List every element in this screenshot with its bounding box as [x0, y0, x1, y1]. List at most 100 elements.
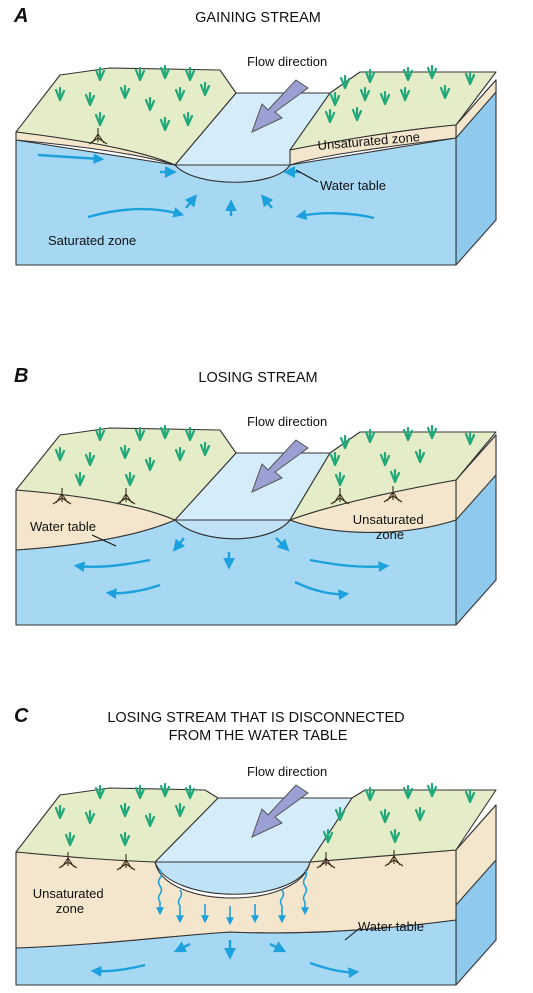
grass-tufts: [54, 424, 476, 487]
unsaturated-zone: [289, 124, 457, 166]
grass-tuft-icon: [464, 430, 476, 446]
groundwater-arrow-icon: [309, 961, 360, 979]
seepage-arrow-icon: [278, 889, 286, 924]
grass-tufts: [54, 64, 476, 132]
root-icon: [316, 852, 336, 869]
grass-tuft-icon: [379, 90, 391, 106]
grass-tuft-icon: [426, 782, 438, 798]
groundwater-arrow-icon: [309, 558, 390, 573]
flow-arrow-icon: [251, 79, 309, 133]
panel-title-line: GAINING STREAM: [195, 10, 321, 26]
grass-tuft-icon: [119, 831, 131, 847]
grass-tuft-icon: [464, 788, 476, 804]
grass-tuft-icon: [184, 784, 196, 800]
grass-tuft-icon: [426, 424, 438, 440]
stream-bed: [174, 519, 291, 540]
root-icon: [383, 486, 403, 503]
grass-tuft-icon: [199, 81, 211, 97]
seepage-arrow-icon: [176, 889, 184, 924]
grass-tuft-icon: [402, 66, 414, 82]
groundwater-arrows: [90, 940, 360, 979]
grass-tuft-icon: [144, 96, 156, 112]
groundwater-arrow-icon: [87, 207, 185, 219]
grass-tuft-icon: [134, 66, 146, 82]
panel-title: GAINING STREAM: [195, 10, 321, 26]
flow-arrow-icon: [251, 784, 309, 838]
grass-tuft-icon: [182, 111, 194, 127]
unsaturated-zone: [15, 131, 176, 166]
panel-title: LOSING STREAM: [198, 370, 317, 386]
grass-tuft-icon: [322, 828, 334, 844]
groundwater-arrow-icon: [261, 194, 274, 209]
grass-tuft-icon: [54, 804, 66, 820]
grass-tuft-icon: [124, 471, 136, 487]
groundwater-arrows: [73, 537, 390, 601]
grass-tuft-icon: [144, 456, 156, 472]
grass-tuft-icon: [144, 812, 156, 828]
grass-tuft-icon: [402, 426, 414, 442]
grass-tuft-icon: [94, 111, 106, 127]
groundwater-arrow-icon: [275, 537, 290, 552]
panel-c: C LOSING STREAM THAT IS DISCONNECTED FRO…: [14, 705, 497, 986]
grass-tuft-icon: [334, 806, 346, 822]
panel-letter: B: [14, 365, 28, 387]
grass-tuft-icon: [94, 66, 106, 82]
stream-bed: [154, 861, 311, 895]
grass-tuft-icon: [329, 451, 341, 467]
grass-tuft-icon: [379, 451, 391, 467]
grass-tuft-icon: [134, 784, 146, 800]
grass-tuft-icon: [184, 426, 196, 442]
groundwater-arrow-icon: [173, 537, 186, 552]
grass-tuft-icon: [339, 74, 351, 90]
unsaturated-zone-label-line: zone: [376, 527, 404, 542]
root-icon: [384, 850, 404, 867]
roots: [88, 128, 108, 145]
panel-letter: A: [13, 5, 28, 27]
groundwater-arrow-icon: [184, 194, 197, 209]
grass-tuft-icon: [426, 64, 438, 80]
leader-line: [295, 169, 319, 183]
grass-tuft-icon: [119, 444, 131, 460]
grass-tuft-icon: [199, 441, 211, 457]
water-table-label: Water table: [30, 519, 96, 534]
flow-direction-label: Flow direction: [247, 414, 327, 429]
grass-tuft-icon: [334, 471, 346, 487]
grass-tuft-icon: [174, 86, 186, 102]
saturated-zone-label: Saturated zone: [48, 233, 136, 248]
unsaturated-zone-label-line: Unsaturated: [353, 512, 424, 527]
groundwater-arrow-icon: [73, 558, 151, 573]
root-icon: [116, 488, 136, 505]
unsaturated-zone-label: Unsaturated zone: [33, 886, 107, 916]
root-icon: [52, 488, 72, 505]
root-icon: [88, 128, 108, 145]
groundwater-arrow-icon: [90, 963, 146, 977]
grass-tuft-icon: [399, 86, 411, 102]
grass-tuft-icon: [119, 84, 131, 100]
unsaturated-zone-label-line: zone: [56, 901, 84, 916]
panel-title-line: LOSING STREAM: [198, 370, 317, 386]
unsaturated-zone-label: Unsaturated zone: [353, 512, 427, 542]
grass-tuft-icon: [84, 91, 96, 107]
grass-tuft-icon: [84, 809, 96, 825]
grass-tuft-icon: [54, 86, 66, 102]
groundwater-arrow-icon: [295, 209, 375, 221]
grass-tuft-icon: [94, 426, 106, 442]
panel-a: A GAINING STREAM: [13, 5, 497, 266]
roots: [52, 486, 403, 505]
grass-tuft-icon: [414, 806, 426, 822]
grass-surface: [15, 787, 219, 863]
panel-title-line: FROM THE WATER TABLE: [169, 728, 348, 744]
grass-tuft-icon: [414, 448, 426, 464]
grass-tuft-icon: [94, 784, 106, 800]
grass-tuft-icon: [359, 86, 371, 102]
grass-tuft-icon: [74, 471, 86, 487]
flow-direction-label: Flow direction: [247, 764, 327, 779]
groundwater-arrow-icon: [269, 941, 287, 953]
grass-tuft-icon: [174, 446, 186, 462]
groundwater-arrow-icon: [37, 153, 105, 164]
unsaturated-zone-label-line: Unsaturated: [33, 886, 104, 901]
grass-tuft-icon: [54, 446, 66, 462]
grass-tuft-icon: [84, 451, 96, 467]
grass-tufts: [54, 782, 476, 847]
